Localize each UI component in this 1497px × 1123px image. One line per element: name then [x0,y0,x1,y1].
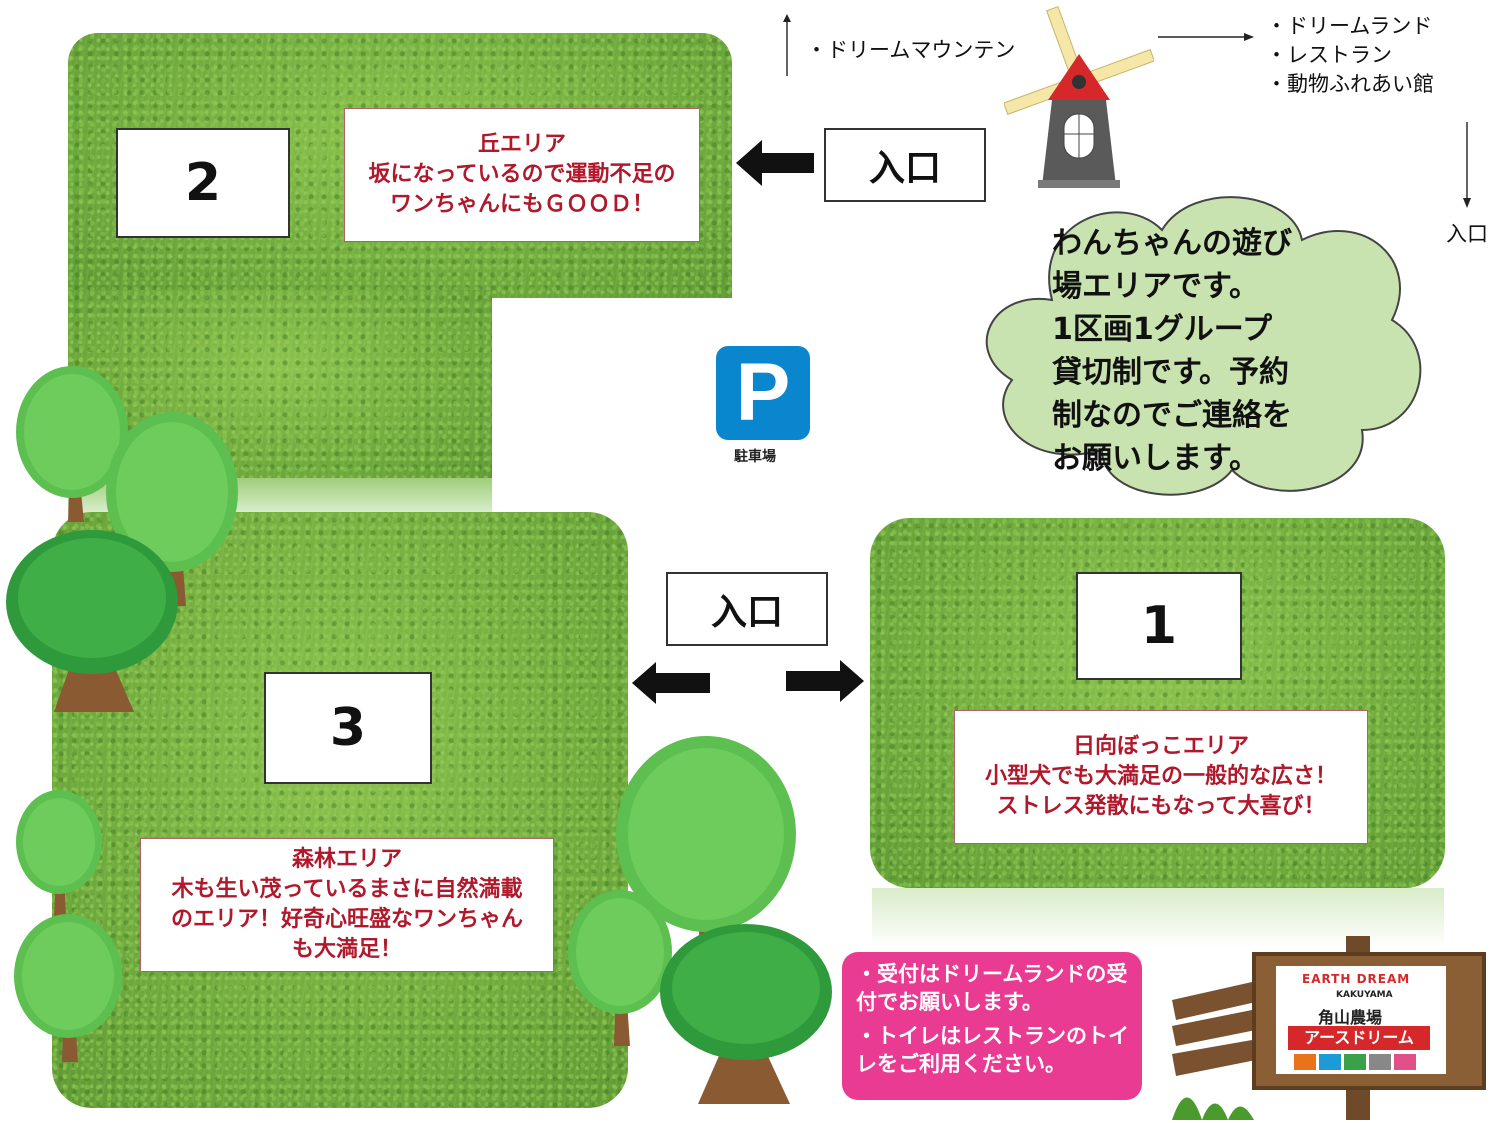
direction-down-label: 入口 [1446,222,1488,246]
sign-kanji: 角山農場 [1318,1008,1383,1027]
direction-right-label-3: ・動物ふれあい館 [1266,72,1434,96]
tree-icon [16,790,102,918]
cloud-line: わんちゃんの遊び [1052,226,1292,261]
notice-toilet: ・トイレはレストランのトイレをご利用ください。 [856,1024,1129,1076]
parking-icon: P [716,346,810,440]
arrow-down-icon [1463,122,1471,208]
pig-icon [1394,1054,1416,1070]
entrance-label: 入口 [666,572,828,646]
area-1-desc-line: 日向ぼっこエリア [1072,734,1249,759]
entrance-arrow-right-icon [786,660,864,702]
area-2-desc-line: 丘エリア [477,132,566,157]
arrow-right-icon [1158,33,1254,41]
area-1-number: 1 [1076,572,1242,680]
sign-brand: アースドリーム [1288,1026,1430,1050]
sign-animal-icons [1294,1054,1416,1070]
parking-symbol: P [735,347,791,438]
area-1-desc-line: ストレス発散にもなって大喜び！ [996,794,1326,819]
direction-right-label-1: ・ドリームランド [1266,14,1433,38]
tree-icon [6,530,178,712]
sign-arc-text: EARTH DREAM [1302,972,1411,986]
sheep-icon [1369,1054,1391,1070]
entrance-label: 入口 [824,128,986,202]
area-3-desc-line: 森林エリア [291,847,402,872]
windmill-icon [1004,6,1154,188]
area-1-desc-line: 小型犬でも大満足の一般的な広さ！ [984,764,1337,789]
cloud-line: 1区画1グループ [1052,312,1272,347]
tree-icon [616,736,796,956]
cloud-line: お願いします。 [1052,441,1259,476]
notice-reception: ・受付はドリームランドの受付でお願いします。 [856,962,1128,1014]
cloud-line: 場エリアです。 [1052,269,1259,304]
dog-icon [1344,1054,1366,1070]
tree-icon [106,412,238,606]
direction-up-label: ・ドリームマウンテン [806,38,1016,62]
arrow-up-icon [783,14,791,76]
area-1-description: 日向ぼっこエリア 小型犬でも大満足の一般的な広さ！ ストレス発散にもなって大喜び… [954,710,1368,844]
direction-right-label-2: ・レストラン [1266,43,1392,67]
area-3-number: 3 [264,672,432,784]
area-2-desc-line: 坂になっているので運動不足の [368,162,676,187]
cloud-line: 制なのでご連絡を [1052,398,1292,433]
area-3-desc-line: も大満足！ [291,937,402,962]
notice-box: ・受付はドリームランドの受付でお願いします。 ・トイレはレストランのトイレをご利… [842,952,1142,1100]
parking-label: 駐車場 [734,449,776,465]
restaurant-icon [1294,1054,1316,1070]
cloud-shape [985,196,1422,496]
area-2-description: 丘エリア 坂になっているので運動不足の ワンちゃんにもＧＯＯＤ！ [344,108,700,242]
cloud-line: 貸切制です。予約 [1052,355,1289,390]
area-2-desc-line: ワンちゃんにもＧＯＯＤ！ [389,192,654,217]
sign-sub-text: KAKUYAMA [1336,990,1393,1000]
horse-icon [1319,1054,1341,1070]
area-3-desc-line: 木も生い茂っているまさに自然満載 [171,877,523,902]
tree-icon [660,924,832,1104]
cloud-text: わんちゃんの遊び 場エリアです。 1区画1グループ 貸切制です。予約 制なのでご… [1052,222,1352,480]
tree-icon [14,914,122,1062]
entrance-arrow-left-icon [632,662,710,704]
tree-icon [568,890,672,1046]
entrance-arrow-left-icon [736,140,814,186]
area-3-description: 森林エリア 木も生い茂っているまさに自然満載 のエリア！好奇心旺盛なワンちゃん … [140,838,554,972]
tree-icon [16,366,128,522]
area-3-desc-line: のエリア！好奇心旺盛なワンちゃん [170,907,523,932]
area-2-number: 2 [116,128,290,238]
